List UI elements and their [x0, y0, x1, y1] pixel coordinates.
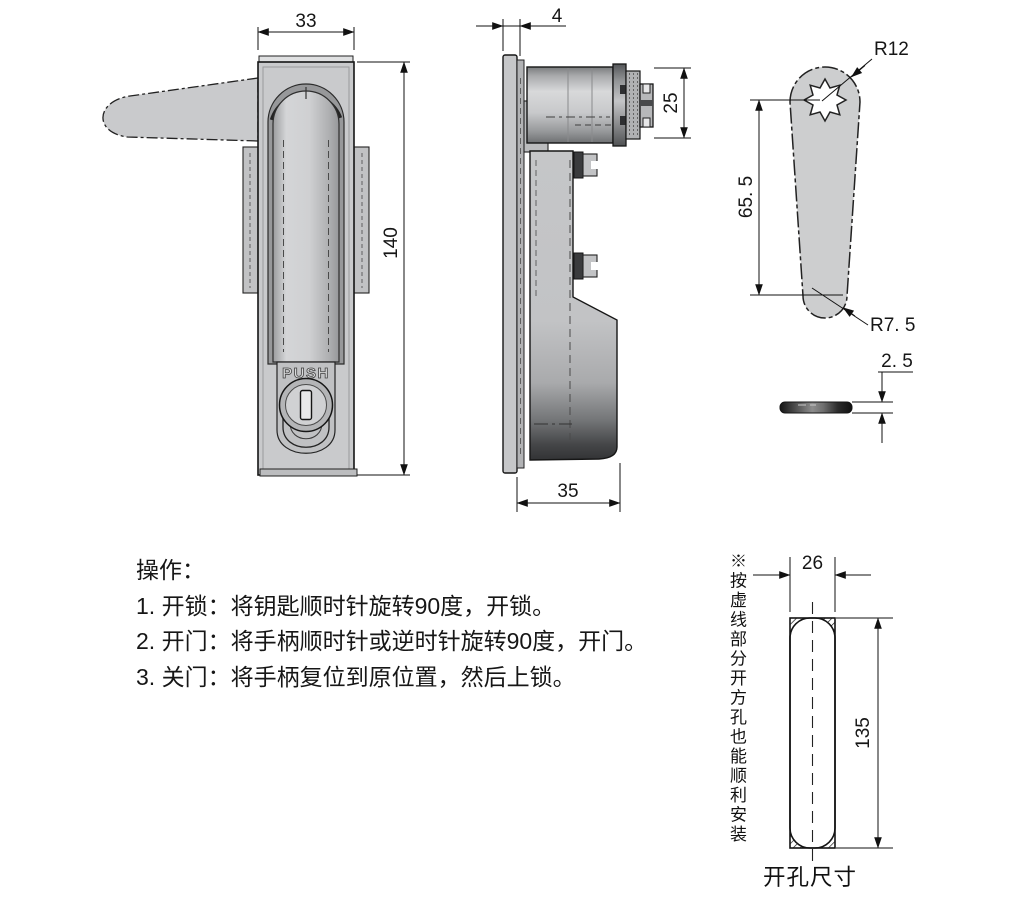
- dim-cutout-height: 135: [836, 617, 893, 849]
- mount-tab-left: [242, 146, 259, 294]
- clamp-screw-top: [573, 151, 598, 179]
- clamp-screw-bottom: [573, 252, 598, 280]
- cylinder-collar: [612, 63, 627, 147]
- handle-edge-profile: [779, 401, 853, 414]
- instruction-step-3: 3. 关门：将手柄复位到原位置，然后上锁。: [136, 663, 576, 690]
- cutout-view: 26 135 开孔尺寸: [753, 553, 893, 890]
- dim-case-depth: 35: [516, 463, 621, 512]
- dim-label-2-5: 2. 5: [881, 351, 913, 372]
- dim-label-33: 33: [295, 11, 316, 32]
- side-view: 25 4 35: [476, 6, 691, 512]
- dim-front-width: 33: [257, 11, 355, 50]
- dim-label-25: 25: [661, 92, 682, 113]
- nut-groove: [640, 100, 653, 106]
- instructions-title: 操作：: [136, 557, 205, 583]
- dim-label-r12: R12: [874, 39, 909, 60]
- dim-label-140: 140: [381, 227, 402, 259]
- frame-bottom-lip: [259, 468, 358, 477]
- dim-label-r7-5: R7. 5: [870, 315, 915, 336]
- collar-key-notch: [620, 85, 626, 94]
- lock-cylinder: [526, 66, 614, 144]
- rounded-hole-outline: [789, 617, 836, 849]
- corner-hatch-tr: [814, 617, 836, 639]
- lock-case: [529, 150, 618, 461]
- cutout-vertical-note: ※按虚线部分开方孔也能顺利安装: [727, 552, 746, 845]
- cutout-caption: 开孔尺寸: [763, 865, 857, 890]
- dim-front-height: 140: [357, 61, 410, 476]
- dim-top-radius: R12: [821, 39, 909, 102]
- dim-handle-length: 65. 5: [736, 99, 843, 296]
- dim-label-35: 35: [557, 481, 578, 502]
- dim-cutout-width: 26: [753, 553, 871, 579]
- escutcheon-flange: [502, 54, 518, 474]
- collar-key-notch: [620, 116, 626, 125]
- handle-view: R12 65. 5 R7. 5: [736, 39, 915, 336]
- lever-handle-front: [102, 77, 259, 142]
- instruction-step-1: 1. 开锁：将钥匙顺时针旋转90度，开锁。: [136, 592, 556, 619]
- dim-label-4: 4: [552, 6, 563, 27]
- dim-panel-thickness: 4: [476, 6, 566, 56]
- dim-handle-thickness: 2. 5: [852, 351, 913, 443]
- corner-hatch-tl: [789, 617, 811, 639]
- pull-cup-outer: [282, 398, 330, 448]
- frame-top-face: [258, 55, 354, 63]
- nut-slot-bottom: [642, 117, 651, 128]
- dim-label-135: 135: [853, 717, 874, 749]
- dim-label-26: 26: [802, 553, 823, 574]
- keyhole-slot: [299, 389, 313, 421]
- push-label: PUSH: [282, 365, 330, 382]
- front-view: PUSH 33 140: [102, 11, 410, 477]
- operation-instructions: 操作： 1. 开锁：将钥匙顺时针旋转90度，开锁。 2. 开门：将手柄顺时针或逆…: [136, 553, 647, 695]
- corner-hatch-br: [814, 827, 836, 849]
- nut-slot-top: [642, 83, 651, 94]
- mount-tab-right: [353, 146, 370, 294]
- instruction-step-2: 2. 开门：将手柄顺时针或逆时针旋转90度，开门。: [136, 628, 648, 654]
- dim-label-65-5: 65. 5: [736, 176, 757, 218]
- thickness-view: 2. 5: [779, 351, 913, 443]
- push-button: [272, 90, 340, 363]
- dim-bottom-radius: R7. 5: [811, 287, 915, 336]
- dim-cylinder-diameter: 25: [654, 67, 691, 139]
- corner-hatch-bl: [789, 827, 811, 849]
- lever-handle-flat: [789, 66, 861, 319]
